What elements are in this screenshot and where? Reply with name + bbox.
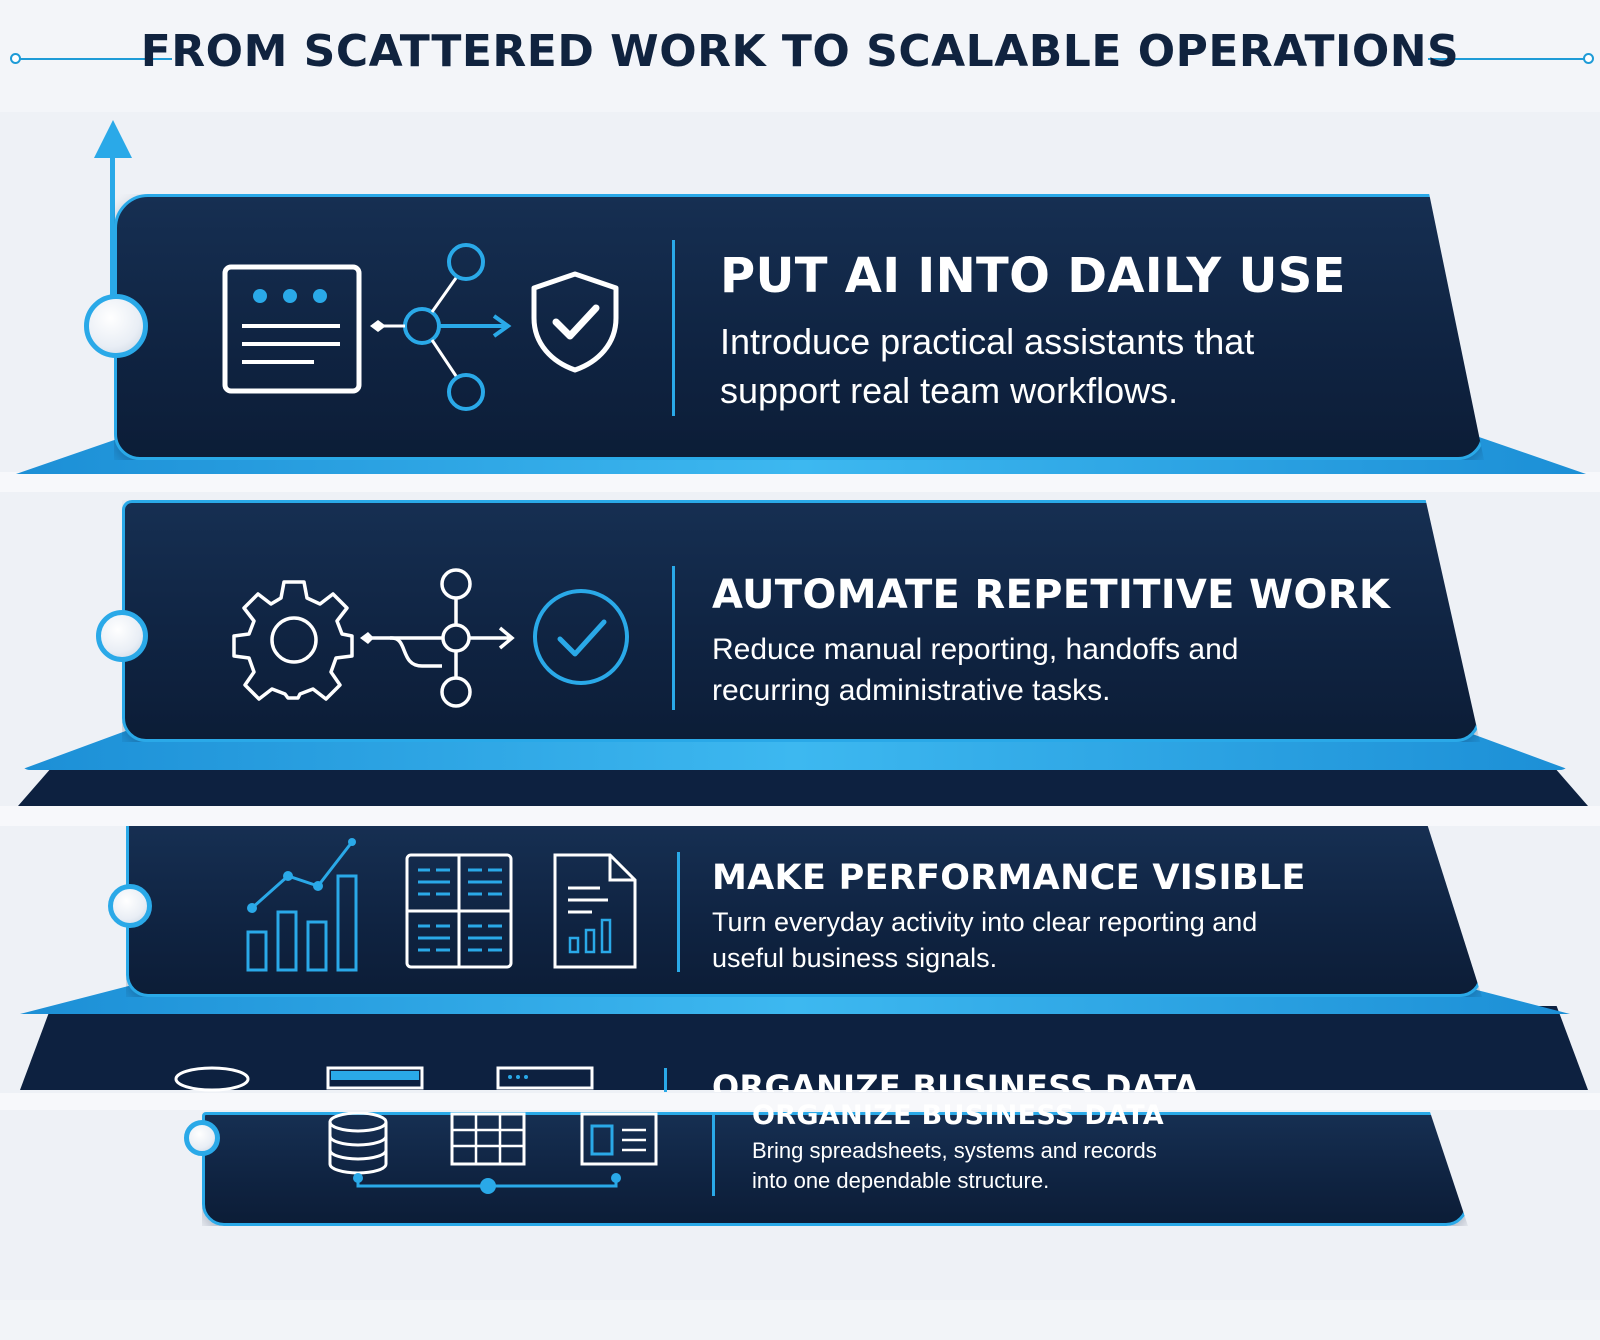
progress-axis <box>110 150 115 340</box>
spreadsheet-header-icon <box>326 1066 424 1090</box>
layer-4-top-slab <box>20 1006 1588 1090</box>
layer-2-slab <box>18 770 1588 806</box>
layer-1-node <box>84 294 148 358</box>
workflow-branch-icon <box>360 568 515 708</box>
layer-4-upper-title: ORGANIZE BUSINESS DATA <box>712 1068 1200 1092</box>
report-document-icon <box>553 853 637 969</box>
layer-3-description: Turn everyday activity into clear report… <box>712 907 1258 974</box>
arrow-up-icon <box>94 120 132 158</box>
page-title: FROM SCATTERED WORK TO SCALABLE OPERATIO… <box>140 26 1460 77</box>
layer-2-panel <box>122 500 1480 742</box>
layer-2-title: AUTOMATE REPETITIVE WORK <box>712 572 1391 618</box>
band-gap-bottom <box>0 1300 1600 1340</box>
network-nodes-icon <box>370 243 512 411</box>
layer-1-title: PUT AI INTO DAILY USE <box>720 248 1346 304</box>
title-rule-right <box>1428 58 1588 60</box>
layer-3-divider <box>677 852 680 972</box>
layer-4-node <box>184 1120 220 1156</box>
layer-2-node <box>96 610 148 662</box>
layer-4-upper-divider <box>664 1068 667 1092</box>
band-gap-1 <box>0 472 1600 492</box>
layer-4-title: ORGANIZE BUSINESS DATA <box>752 1100 1165 1126</box>
layer-2-divider <box>672 566 675 710</box>
layer-1-description: Introduce practical assistants that supp… <box>720 321 1255 411</box>
layer-2-description: Reduce manual reporting, handoffs and re… <box>712 633 1239 707</box>
layer-4-description: Bring spreadsheets, systems and records … <box>752 1138 1157 1193</box>
dashboard-grid-icon <box>405 853 513 969</box>
records-window-header-icon <box>496 1066 594 1090</box>
header-band <box>0 0 1600 112</box>
layer-1-divider <box>672 240 675 416</box>
check-circle-icon <box>533 589 629 685</box>
title-rule-left <box>14 58 172 60</box>
bar-chart-trend-icon <box>246 838 358 972</box>
gear-icon <box>232 580 354 701</box>
band-gap-2 <box>0 806 1600 826</box>
title-rule-left-dot <box>10 53 21 64</box>
title-rule-right-dot <box>1583 53 1594 64</box>
band-gap-3 <box>0 1093 1600 1110</box>
shield-check-icon <box>531 271 619 373</box>
database-icon <box>174 1066 250 1092</box>
layer-3-node <box>108 884 152 928</box>
layer-3-title: MAKE PERFORMANCE VISIBLE <box>712 858 1306 898</box>
layer-4-divider <box>712 1112 715 1196</box>
window-dots-icon <box>222 264 362 394</box>
database-network-icon <box>328 1112 658 1194</box>
layer-1-panel <box>114 194 1484 460</box>
layer-4-panel <box>202 1112 1468 1226</box>
